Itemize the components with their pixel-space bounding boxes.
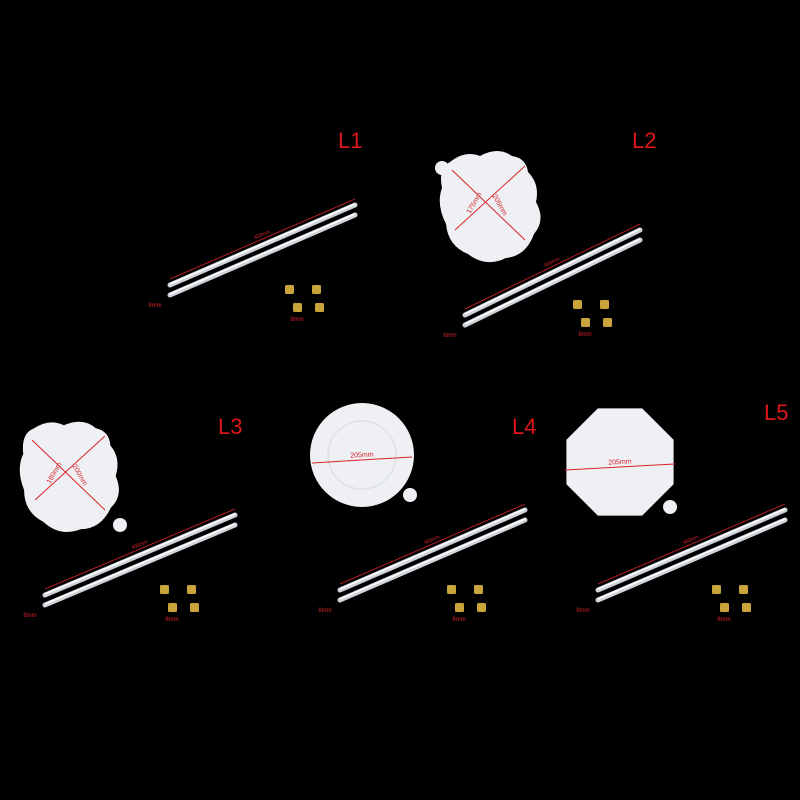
rod-diameter-label: 8mm [318,608,331,614]
nut-size-label: 8mm [578,332,591,338]
brass-coupling-nut [742,603,751,612]
brass-coupling-nut [312,285,321,294]
rod-highlight [464,238,641,325]
rod-highlight [339,518,526,600]
brass-coupling-nut [477,603,486,612]
rod-highlight [169,203,356,285]
brass-coupling-nut [455,603,464,612]
rod [167,202,358,288]
brass-coupling-nut [581,318,590,327]
rod-diameter-label: 8mm [23,613,36,619]
mold-body [566,408,674,516]
mold-hanger-tab [403,488,417,502]
rod [462,227,643,318]
mold-body [19,421,119,533]
brass-coupling-nut [190,603,199,612]
dimension-line [31,439,106,511]
brass-coupling-nut [315,303,324,312]
rod-length-line [44,508,236,590]
dimension-line [454,165,526,231]
rod [337,517,528,603]
brass-coupling-nut [447,585,456,594]
brass-coupling-nut [603,318,612,327]
brass-coupling-nut [600,300,609,309]
brass-coupling-nut [187,585,196,594]
rod [42,512,238,598]
rod-highlight [597,508,786,590]
panel-label: L1 [338,128,363,153]
rod [595,517,788,603]
brass-coupling-nut [285,285,294,294]
brass-coupling-nut [474,585,483,594]
mold-hanger-tab [113,518,127,532]
rod-length-line [464,223,641,310]
rod-highlight [597,518,786,600]
nut-size-label: 8mm [717,617,730,623]
panel-label: L4 [512,414,537,439]
mold-body [310,403,414,507]
panel-label: L5 [764,400,789,425]
rod-highlight [44,523,236,605]
brass-coupling-nut [573,300,582,309]
rod-highlight [169,213,356,295]
rod-diameter-label: 8mm [443,333,456,339]
rod [167,212,358,298]
rod-length-line [169,198,356,280]
dimension-line [451,169,526,241]
nut-size-label: 8mm [452,617,465,623]
mold-cavity-ring [327,420,397,490]
mold-hanger-tab [435,161,449,175]
rod [595,507,788,593]
rod-highlight [464,228,641,315]
brass-coupling-nut [293,303,302,312]
rod-diameter-label: 8mm [576,608,589,614]
nut-size-label: 8mm [290,317,303,323]
nut-size-label: 8mm [165,617,178,623]
rod-diameter-label: 8mm [148,303,161,309]
rod-highlight [44,513,236,595]
rod [42,522,238,608]
rod-highlight [339,508,526,590]
rod-length-line [597,503,786,585]
brass-coupling-nut [712,585,721,594]
mold-dimension-label: 205mm [608,458,632,466]
dimension-line [564,463,676,471]
panel-label: L3 [218,414,243,439]
panel-label: L2 [632,128,657,153]
brass-coupling-nut [739,585,748,594]
round-mold: 205mm [310,403,417,507]
rod [462,237,643,328]
mold-hanger-tab [663,500,677,514]
dimension-line [34,435,106,501]
brass-coupling-nut [168,603,177,612]
brass-coupling-nut [720,603,729,612]
rod [337,507,528,593]
mold-dimension-label: 205mm [350,451,374,459]
dimension-line [311,456,413,464]
rod-length-line [339,503,526,585]
octagon-mold: 205mm [564,408,677,516]
brass-coupling-nut [160,585,169,594]
